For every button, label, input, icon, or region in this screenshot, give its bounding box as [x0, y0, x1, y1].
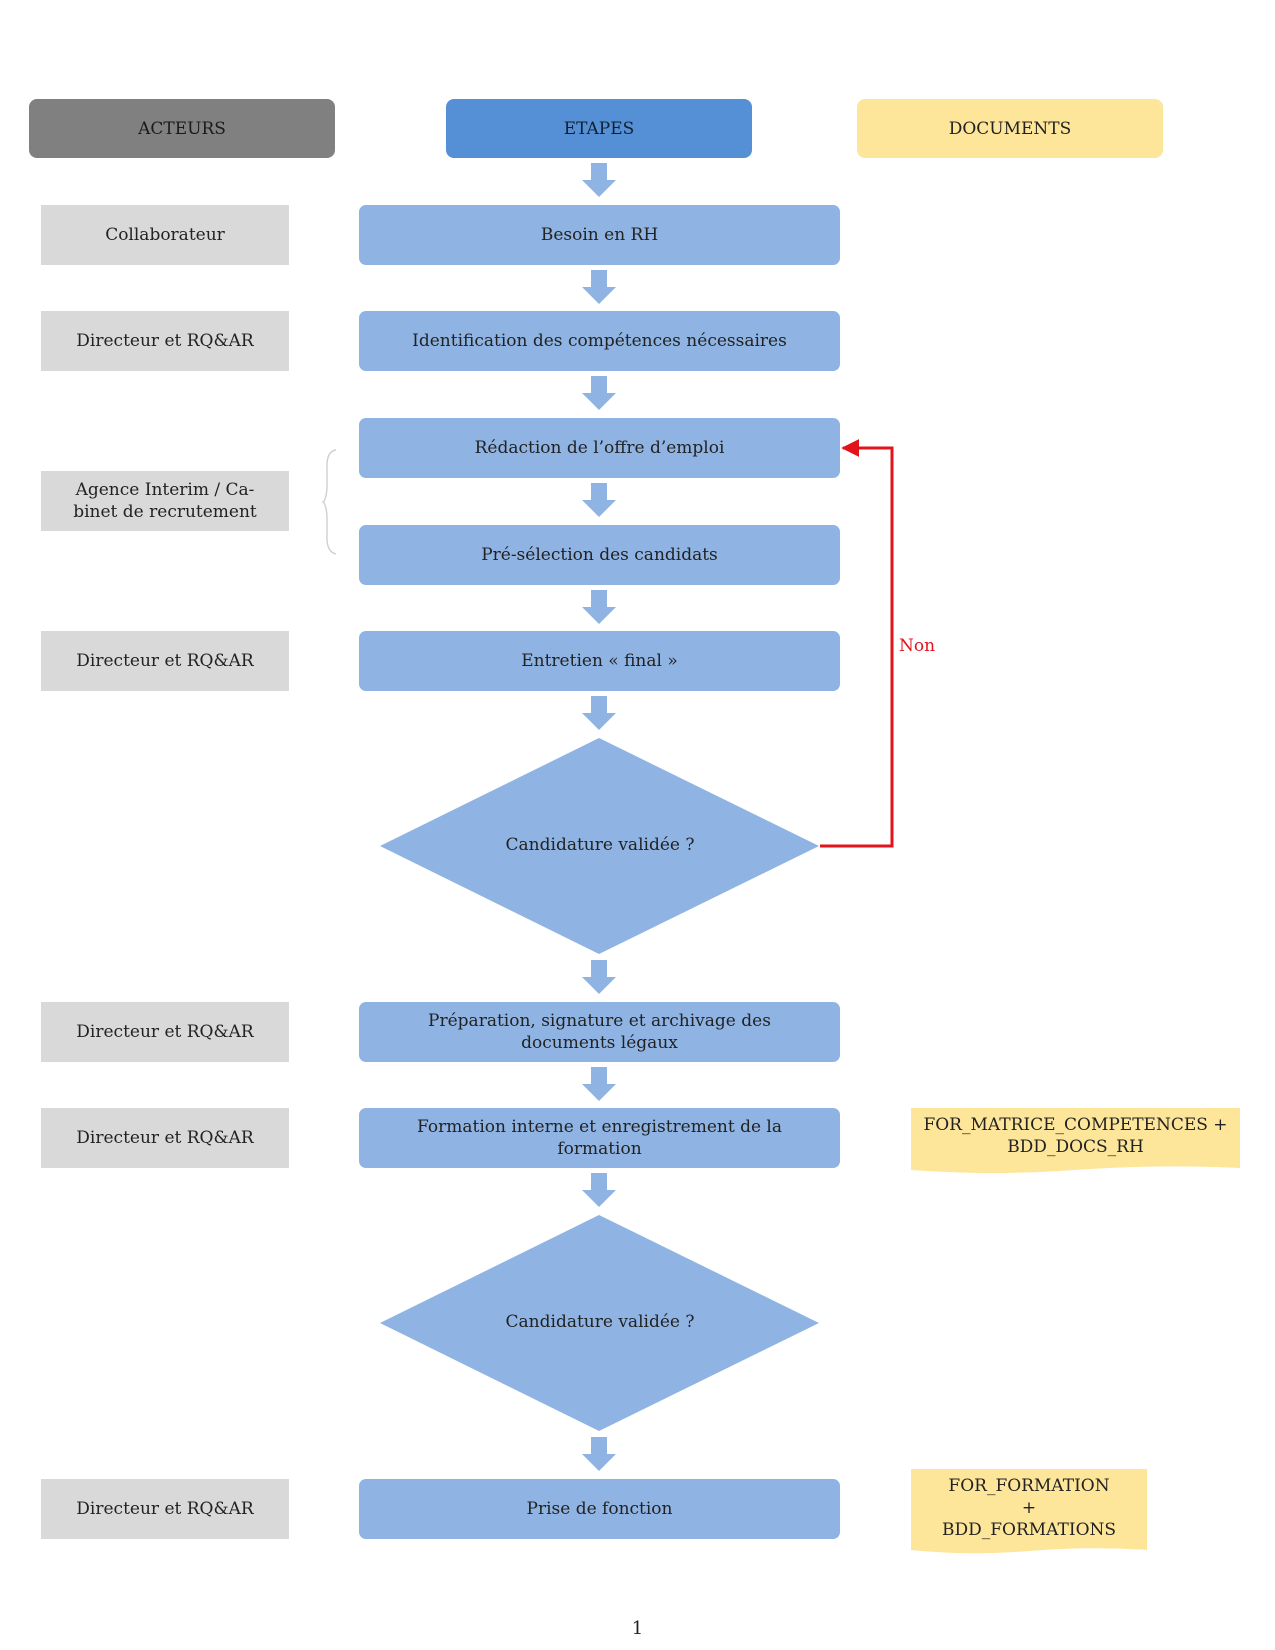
actor-collaborateur: Collaborateur [41, 205, 289, 265]
flow-arrow-4 [582, 483, 616, 517]
flow-arrow-3 [582, 376, 616, 410]
step-besoin-rh: Besoin en RH [359, 205, 840, 265]
decision-label-2: Candidature validée ? [505, 1312, 695, 1332]
step-entretien-final: Entretien « final » [359, 631, 840, 691]
actor-directeur-5: Directeur et RQ&AR [41, 1479, 289, 1539]
flow-arrow-2 [582, 270, 616, 304]
decision-diamond-2 [380, 1215, 819, 1431]
brace [321, 449, 337, 555]
document-2: FOR_FORMATION + BDD_FORMATIONS [916, 1469, 1142, 1547]
flow-arrows [582, 163, 616, 1471]
step-preselection: Pré-sélection des candidats [359, 525, 840, 585]
document-1: FOR_MATRICE_COMPETENCES + BDD_DOCS_RH [911, 1110, 1240, 1162]
header-documents: DOCUMENTS [857, 99, 1163, 158]
loop-arrow-non [820, 439, 894, 848]
step-redaction-offre: Rédaction de l’offre d’emploi [359, 418, 840, 478]
decision-diamond-1 [380, 738, 819, 954]
flow-arrow-5 [582, 590, 616, 624]
header-actors: ACTEURS [29, 99, 335, 158]
actor-directeur-1: Directeur et RQ&AR [41, 311, 289, 371]
step-identification: Identification des compétences nécessair… [359, 311, 840, 371]
flow-arrow-1 [582, 163, 616, 197]
header-steps: ETAPES [446, 99, 752, 158]
flow-arrow-6 [582, 696, 616, 730]
loop-label-non: Non [899, 636, 936, 656]
actor-directeur-4: Directeur et RQ&AR [41, 1108, 289, 1168]
flow-arrow-8 [582, 1067, 616, 1101]
decision-label-1: Candidature validée ? [505, 835, 695, 855]
actor-agence-interim: Agence Interim / Ca-binet de recrutement [41, 471, 289, 531]
flow-arrow-9 [582, 1173, 616, 1207]
page-number: 1 [631, 1618, 644, 1639]
actor-directeur-3: Directeur et RQ&AR [41, 1002, 289, 1062]
flow-arrow-10 [582, 1437, 616, 1471]
flow-arrow-7 [582, 960, 616, 994]
step-prise-fonction: Prise de fonction [359, 1479, 840, 1539]
actor-directeur-2: Directeur et RQ&AR [41, 631, 289, 691]
step-formation-interne: Formation interne et enregistrement de l… [359, 1108, 840, 1168]
step-preparation-documents: Préparation, signature et archivage des … [359, 1002, 840, 1062]
